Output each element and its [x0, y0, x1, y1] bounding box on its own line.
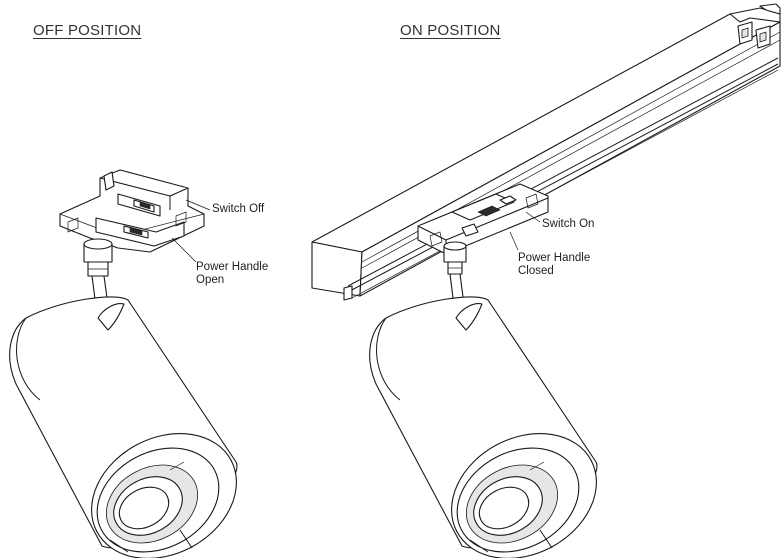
- leader-power-handle-open: [171, 237, 197, 263]
- lamp-body-on: [369, 296, 598, 558]
- power-handle-open-line1: Power Handle: [196, 261, 269, 273]
- adapter-on: [417, 183, 549, 255]
- power-handle-closed-label: Power Handle Closed: [518, 252, 590, 278]
- adapter-off: [59, 169, 205, 253]
- power-handle-closed-line1: Power Handle: [518, 252, 591, 264]
- leader-switch-on: [525, 211, 541, 223]
- power-handle-open-line2: Open: [196, 274, 225, 286]
- switch-off-label: Switch Off: [212, 203, 265, 215]
- leader-power-handle-closed: [509, 231, 519, 251]
- off-position-heading: OFF POSITION: [33, 22, 142, 39]
- lamp-body-off: [9, 296, 238, 558]
- power-handle-open-label: Power Handle Open: [196, 261, 268, 287]
- on-position-heading: ON POSITION: [400, 22, 501, 39]
- leader-switch-off: [185, 199, 211, 211]
- power-handle-closed-line2: Closed: [518, 265, 554, 277]
- switch-on-label: Switch On: [542, 218, 595, 230]
